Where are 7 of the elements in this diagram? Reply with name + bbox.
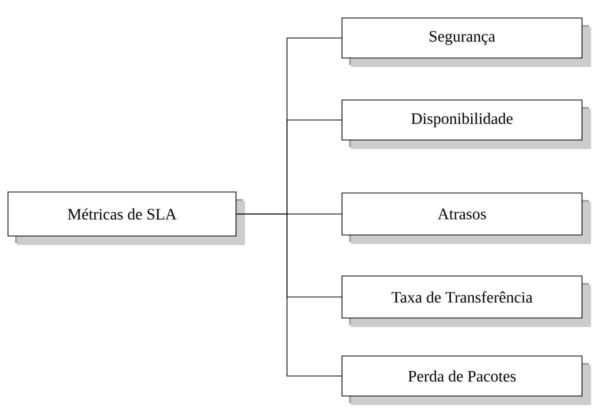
box: Taxa de Transferência [342, 276, 591, 327]
box: Métricas de SLA [8, 192, 245, 245]
box: Disponibilidade [342, 100, 591, 149]
box: Perda de Pacotes [342, 356, 591, 405]
box: Atrasos [342, 192, 591, 244]
connector [236, 214, 342, 376]
box: Segurança [342, 18, 591, 67]
